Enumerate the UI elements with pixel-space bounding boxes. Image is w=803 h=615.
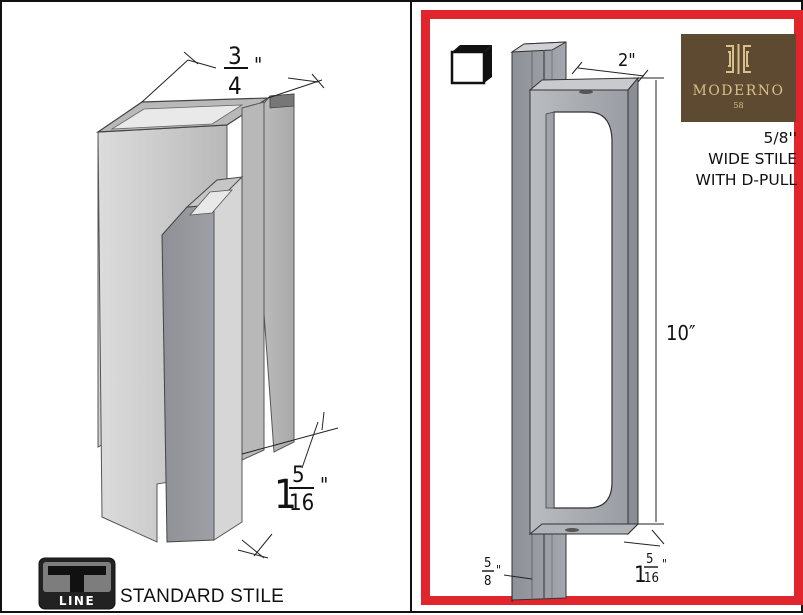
depth-dimension-lines — [237, 411, 339, 559]
pull-depth-numerator: 5 — [646, 552, 653, 567]
stile-front-bar — [161, 204, 215, 543]
stile-front-bar-side — [213, 175, 243, 541]
stile-front-bar-slot — [189, 189, 233, 216]
wide-stile-panel: 2" 10″ 5 8 " 1 5 16 " MODERNO 58 — [411, 0, 803, 613]
width-dimension-label: 3 4 " — [224, 42, 262, 100]
standard-stile-caption: STANDARD STILE — [120, 586, 284, 607]
d-pull-opening — [553, 111, 613, 509]
wide-stile-drawing: 2" 10″ 5 8 " 1 5 16 " — [482, 41, 696, 602]
width-dimension-lines — [141, 51, 325, 103]
wide-stile-description: 5/8'' WIDE STILE WITH D-PULL — [696, 128, 797, 191]
d-pull-bottom — [528, 523, 640, 535]
description-line-3: WITH D-PULL — [695, 171, 797, 189]
stile-fin-top — [269, 93, 295, 109]
stile-top-inner — [110, 104, 244, 130]
pull-depth-dim-label: 1 5 16 " — [634, 552, 667, 588]
moderno-brand-name: MODERNO — [692, 83, 785, 99]
standard-stile-drawing: 3 4 " 1 5 16 " — [95, 42, 339, 559]
standard-stile-panel: 3 4 " 1 5 16 " LINE STANDARD STILE — [0, 0, 411, 613]
moderno-brand-number: 58 — [733, 101, 744, 110]
depth-dim-denominator: 16 — [289, 491, 314, 516]
top-grip-slot — [579, 90, 593, 94]
stile-dim-denominator: 8 — [484, 574, 491, 589]
pull-dimension-lines — [503, 61, 665, 602]
stile-dim-numerator: 5 — [484, 556, 491, 571]
width-dim-denominator: 4 — [228, 72, 242, 100]
depth-dim-unit: " — [320, 473, 328, 497]
wide-stile-top — [510, 41, 567, 53]
moderno-monogram-icon — [726, 44, 751, 74]
pull-height-dim: 10″ — [666, 321, 696, 345]
pull-depth-denominator: 16 — [644, 571, 659, 586]
depth-dim-whole: 1 — [274, 472, 297, 518]
pull-depth-unit: " — [662, 557, 667, 571]
pull-depth-whole: 1 — [634, 563, 647, 588]
stile-fin-inner — [241, 101, 265, 461]
moderno-logo: MODERNO 58 — [681, 34, 796, 122]
t-line-logo: LINE — [38, 557, 116, 610]
description-line-2: WIDE STILE — [708, 150, 797, 168]
depth-dimension-label: 1 5 16 " — [274, 463, 328, 518]
width-dim-numerator: 3 — [228, 42, 242, 70]
depth-dim-numerator: 5 — [292, 463, 305, 488]
d-pull-top — [528, 77, 640, 91]
cube-icon — [450, 45, 492, 85]
bottom-grip-slot — [565, 528, 579, 532]
pull-width-dim: 2" — [618, 50, 636, 71]
d-pull-side — [627, 76, 639, 536]
description-line-1: 5/8'' — [763, 129, 797, 147]
width-dim-unit: " — [254, 53, 262, 77]
red-frame — [421, 10, 803, 605]
stile-dim-unit: " — [496, 563, 501, 577]
stile-width-dim-label: 5 8 " — [482, 556, 501, 589]
t-line-logo-text: LINE — [59, 594, 95, 608]
